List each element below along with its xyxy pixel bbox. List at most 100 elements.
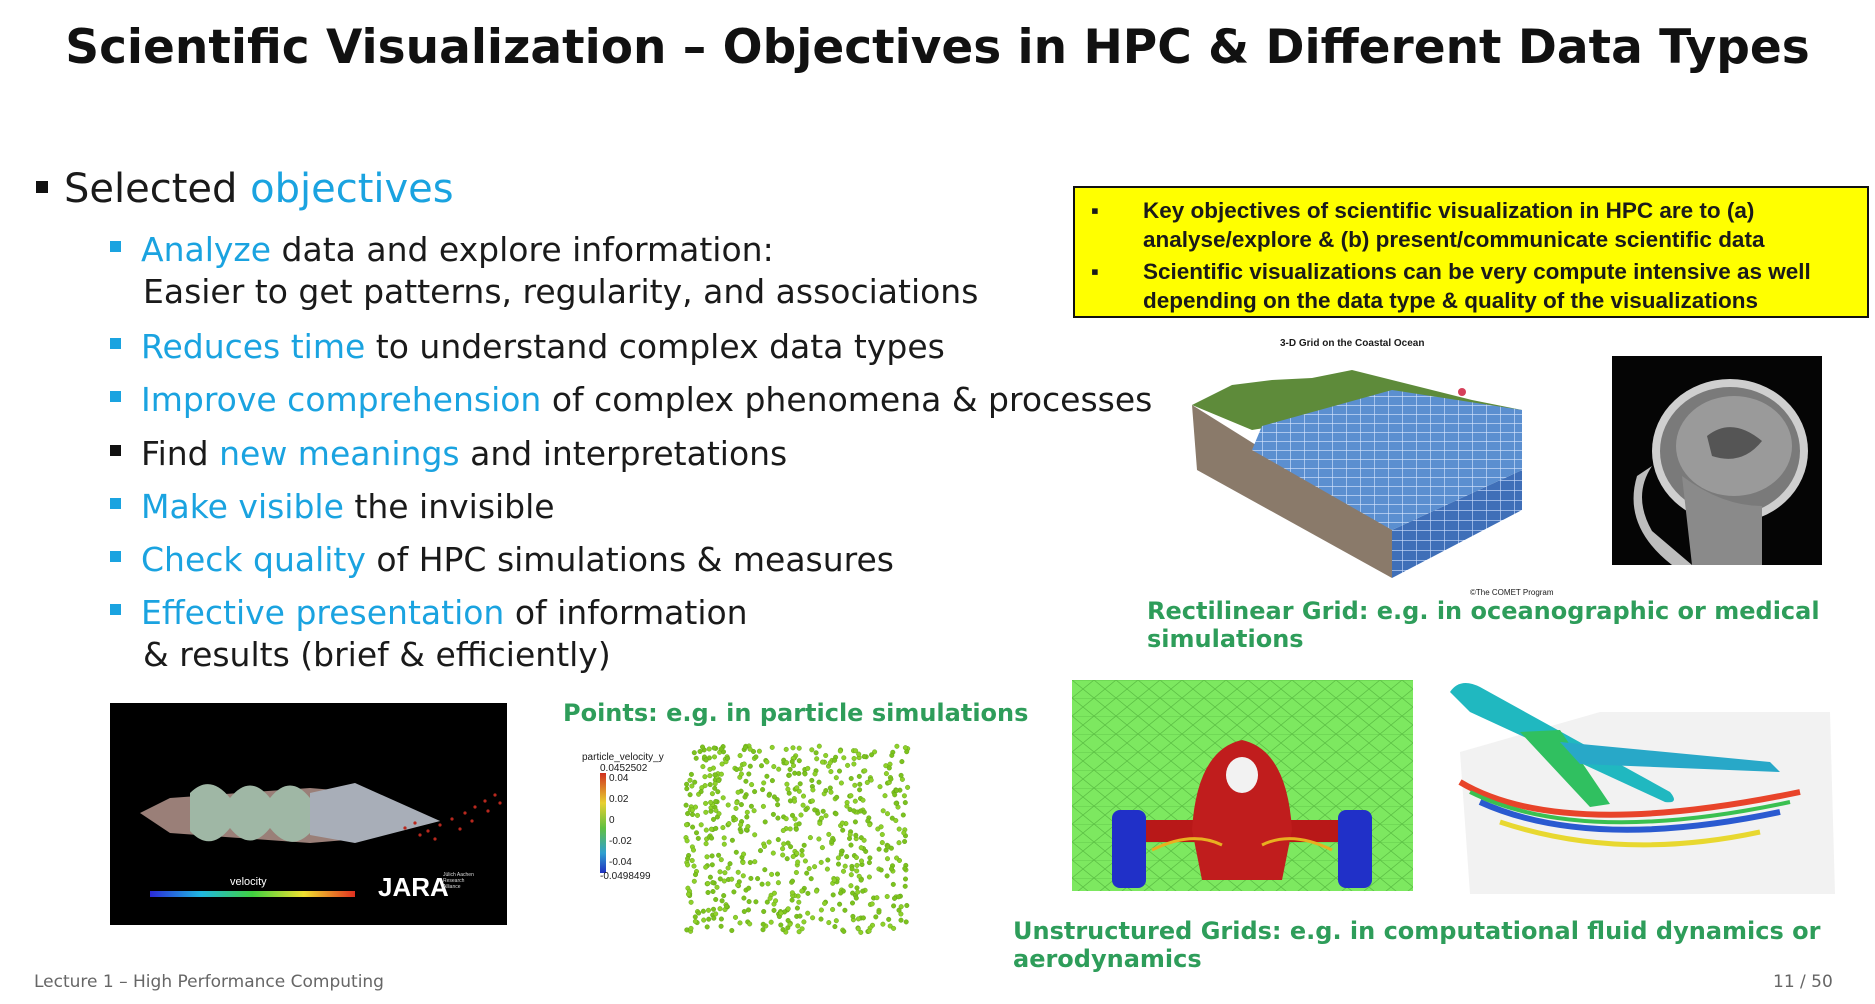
- particle-point: [698, 822, 704, 828]
- particle-point: [750, 748, 756, 754]
- particle-point: [866, 874, 872, 880]
- particle-point: [800, 802, 806, 808]
- particle-point: [860, 888, 866, 894]
- particle-point: [703, 757, 709, 763]
- particle-point: [888, 845, 894, 851]
- particle-point: [778, 910, 784, 916]
- particle-point: [743, 778, 749, 784]
- objective-item-effective-presentation: Effective presentation of information: [110, 591, 748, 634]
- particle-point: [894, 788, 900, 794]
- particle-point: [894, 743, 900, 749]
- particle-point: [896, 840, 902, 846]
- particle-point: [689, 783, 695, 789]
- particle-point: [729, 837, 735, 843]
- particle-point: [904, 902, 910, 908]
- particle-legend-max: 0.0452502: [600, 763, 648, 774]
- particle-point: [883, 771, 889, 777]
- particle-point: [715, 789, 721, 795]
- particle-point: [857, 781, 863, 787]
- particle-point: [815, 810, 821, 816]
- particle-point: [810, 915, 816, 921]
- particle-point: [819, 845, 825, 851]
- particle-point: [841, 755, 847, 761]
- particle-point: [833, 775, 839, 781]
- particle-point: [810, 787, 816, 793]
- particle-point: [796, 745, 802, 751]
- particle-point: [803, 807, 809, 813]
- particle-point: [832, 757, 838, 763]
- particle-point: [781, 841, 787, 847]
- jara-logo-line: Alliance: [443, 884, 461, 890]
- ocean-grid-image: [1192, 370, 1522, 578]
- particle-point: [880, 921, 886, 927]
- particle-point: [848, 842, 854, 848]
- main-bullet: Selected objectives: [36, 166, 454, 212]
- particle-point: [697, 748, 703, 754]
- particle-point: [702, 774, 708, 780]
- particle-point: [709, 835, 715, 841]
- particle-point: [886, 916, 892, 922]
- particle-point: [789, 759, 795, 765]
- particle-point: [896, 826, 902, 832]
- bullet-square: [110, 445, 121, 456]
- particle-point: [845, 762, 851, 768]
- particle-point: [742, 794, 748, 800]
- particle-point: [869, 901, 875, 907]
- particle-point: [867, 855, 873, 861]
- particle-point: [752, 859, 758, 865]
- particle-point: [766, 792, 772, 798]
- particle-point: [809, 798, 815, 804]
- particle-point: [720, 825, 726, 831]
- particle-point: [712, 781, 718, 787]
- particle-point: [691, 878, 697, 884]
- particle-point: [889, 815, 895, 821]
- particle-point: [894, 855, 900, 861]
- particle-point: [827, 760, 833, 766]
- particle-point: [683, 802, 689, 808]
- objective-prefix: Find: [141, 434, 220, 473]
- particle-point: [888, 776, 894, 782]
- particle-point: [738, 771, 744, 777]
- ocean-grid-title: 3-D Grid on the Coastal Ocean: [1280, 338, 1425, 349]
- jara-logo-line: Research: [443, 878, 465, 884]
- particle-point: [792, 816, 798, 822]
- particle-point: [833, 918, 839, 924]
- objective-text: the invisible: [343, 487, 555, 526]
- particle-point: [738, 829, 744, 835]
- particle-point: [749, 782, 755, 788]
- particle-point: [799, 926, 805, 932]
- particle-point: [741, 761, 747, 767]
- particle-point: [770, 850, 776, 856]
- particle-point: [760, 787, 766, 793]
- objective-item-reduces-time: Reduces time to understand complex data …: [110, 325, 945, 368]
- objective-highlight: Effective presentation: [141, 593, 505, 632]
- particle-point: [703, 800, 709, 806]
- objective-highlight: Check quality: [141, 540, 366, 579]
- particle-point: [820, 808, 826, 814]
- particle-point: [839, 820, 845, 826]
- objective-continuation: Easier to get patterns, regularity, and …: [143, 272, 979, 311]
- particle-point: [825, 857, 831, 863]
- particle-point: [771, 764, 777, 770]
- jara-logo-line: Jülich Aachen: [443, 872, 474, 878]
- particle-point: [854, 868, 860, 874]
- particle-point: [712, 785, 718, 791]
- particle-point: [902, 745, 908, 751]
- particle-point: [784, 760, 790, 766]
- particle-point: [706, 746, 712, 752]
- particle-point: [892, 792, 898, 798]
- particle-point: [861, 754, 867, 760]
- particle-point: [689, 811, 695, 817]
- particle-point: [855, 926, 861, 932]
- particle-point: [741, 851, 747, 857]
- particle-point: [789, 812, 795, 818]
- particle-point: [795, 859, 801, 865]
- particle-point: [805, 765, 811, 771]
- particle-point: [744, 809, 750, 815]
- particle-point: [840, 868, 846, 874]
- particle-point: [798, 812, 804, 818]
- particle-point: [771, 890, 777, 896]
- particle-point: [745, 907, 751, 913]
- particle-point: [762, 867, 768, 873]
- particle-point: [898, 904, 904, 910]
